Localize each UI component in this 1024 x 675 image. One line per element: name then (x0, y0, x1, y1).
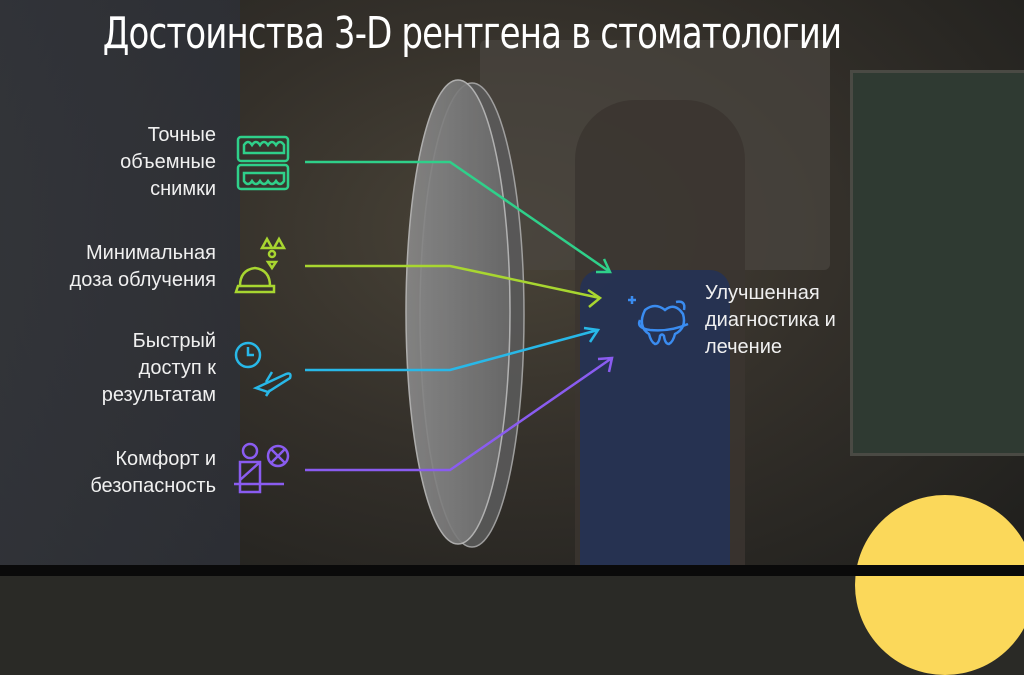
background-wall (0, 0, 240, 566)
person-seatbelt-icon (234, 442, 290, 494)
protective-vest (580, 270, 730, 566)
connector-2 (305, 264, 603, 308)
benefit-label-minimal-dose: Минимальная доза облучения (69, 242, 216, 291)
benefit-label-fast-access: Быстрый доступ к результатам (101, 330, 216, 406)
connector-1 (305, 160, 612, 274)
clock-plane-icon (234, 341, 292, 397)
background-window (850, 70, 1024, 456)
lens (405, 79, 511, 545)
teeth-icon (236, 135, 290, 191)
diagram (234, 79, 689, 548)
benefit-label-accurate-images: Точные объемные снимки (120, 124, 216, 200)
result-label: Улучшенная диагностика и лечение (705, 282, 836, 358)
slide-title: Достоинства 3-D рентгена в стоматологии (102, 8, 842, 59)
connector-3 (305, 326, 601, 372)
connector-4 (305, 356, 614, 472)
bottom-bar (0, 565, 1024, 576)
tooth-icon (628, 296, 689, 346)
benefit-label-comfort-safety: Комфорт и безопасность (90, 448, 216, 497)
radiation-helmet-icon (234, 236, 287, 294)
decorative-yellow-circle (855, 495, 1024, 675)
